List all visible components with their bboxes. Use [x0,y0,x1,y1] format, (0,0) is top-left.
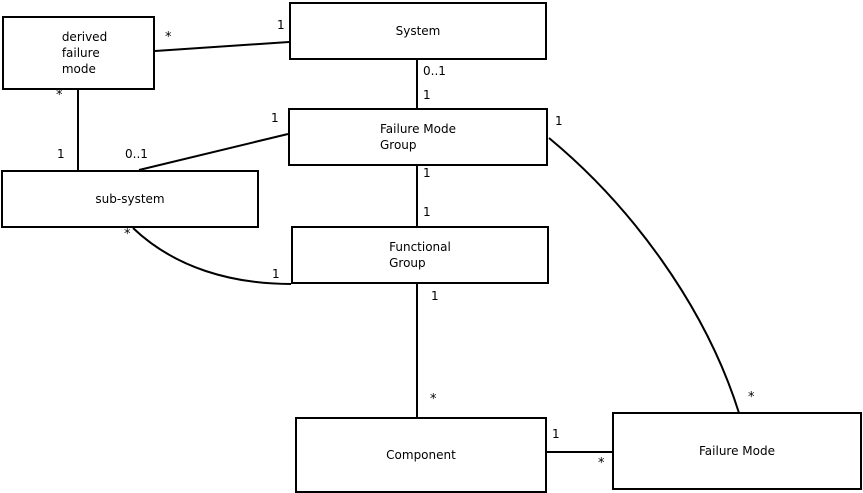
multiplicity-label-sub-system-to-functional-group-1: 1 [272,267,280,281]
multiplicity-label-functional-group-to-component-0: 1 [431,289,439,303]
multiplicity-label-failure-mode-group-to-failure-mode-1: * [748,390,755,405]
association-derived-failure-mode-to-system [154,41,290,52]
association-sub-system-to-functional-group [132,227,292,285]
multiplicity-label-component-to-failure-mode-1: * [598,456,605,471]
class-box-sub-system[interactable]: sub-system [1,170,259,228]
class-box-system[interactable]: System [289,2,547,60]
class-name-failure-mode: Failure Mode [699,444,775,458]
association-failure-mode-group-to-failure-mode [548,137,740,414]
multiplicity-label-functional-group-to-component-1: * [430,392,437,407]
multiplicity-label-derived-failure-mode-to-sub-system-1: 1 [57,147,65,161]
multiplicity-label-derived-failure-mode-to-sub-system-0: * [56,88,63,103]
class-box-failure-mode-group[interactable]: Failure Mode Group [288,108,548,166]
multiplicity-label-system-to-failure-mode-group-0: 0..1 [423,64,446,78]
multiplicity-label-failure-mode-group-to-functional-group-0: 1 [423,166,431,180]
class-box-failure-mode[interactable]: Failure Mode [612,412,862,490]
multiplicity-label-component-to-failure-mode-0: 1 [552,427,560,441]
class-name-sub-system: sub-system [95,192,165,206]
multiplicity-label-sub-system-to-failure-mode-group-0: 1 [271,111,279,125]
multiplicity-label-failure-mode-group-to-functional-group-1: 1 [423,205,431,219]
class-name-derived-failure-mode: derived failure mode [61,30,108,76]
class-name-failure-mode-group: Failure Mode Group [380,122,456,152]
multiplicity-label-derived-failure-mode-to-system-1: 1 [277,18,285,32]
class-name-functional-group: Functional Group [389,240,451,270]
multiplicity-label-sub-system-to-failure-mode-group-1: 0..1 [125,147,148,161]
multiplicity-label-sub-system-to-functional-group-0: * [124,227,131,242]
multiplicity-label-derived-failure-mode-to-system-0: * [165,30,172,45]
class-name-system: System [395,24,441,38]
class-box-component[interactable]: Component [295,417,547,493]
multiplicity-label-failure-mode-group-to-failure-mode-0: 1 [555,114,563,128]
class-box-derived-failure-mode[interactable]: derived failure mode [2,16,155,90]
class-box-functional-group[interactable]: Functional Group [291,226,549,284]
multiplicity-label-system-to-failure-mode-group-1: 1 [423,88,431,102]
association-sub-system-to-failure-mode-group [138,133,289,171]
class-name-component: Component [386,448,456,462]
